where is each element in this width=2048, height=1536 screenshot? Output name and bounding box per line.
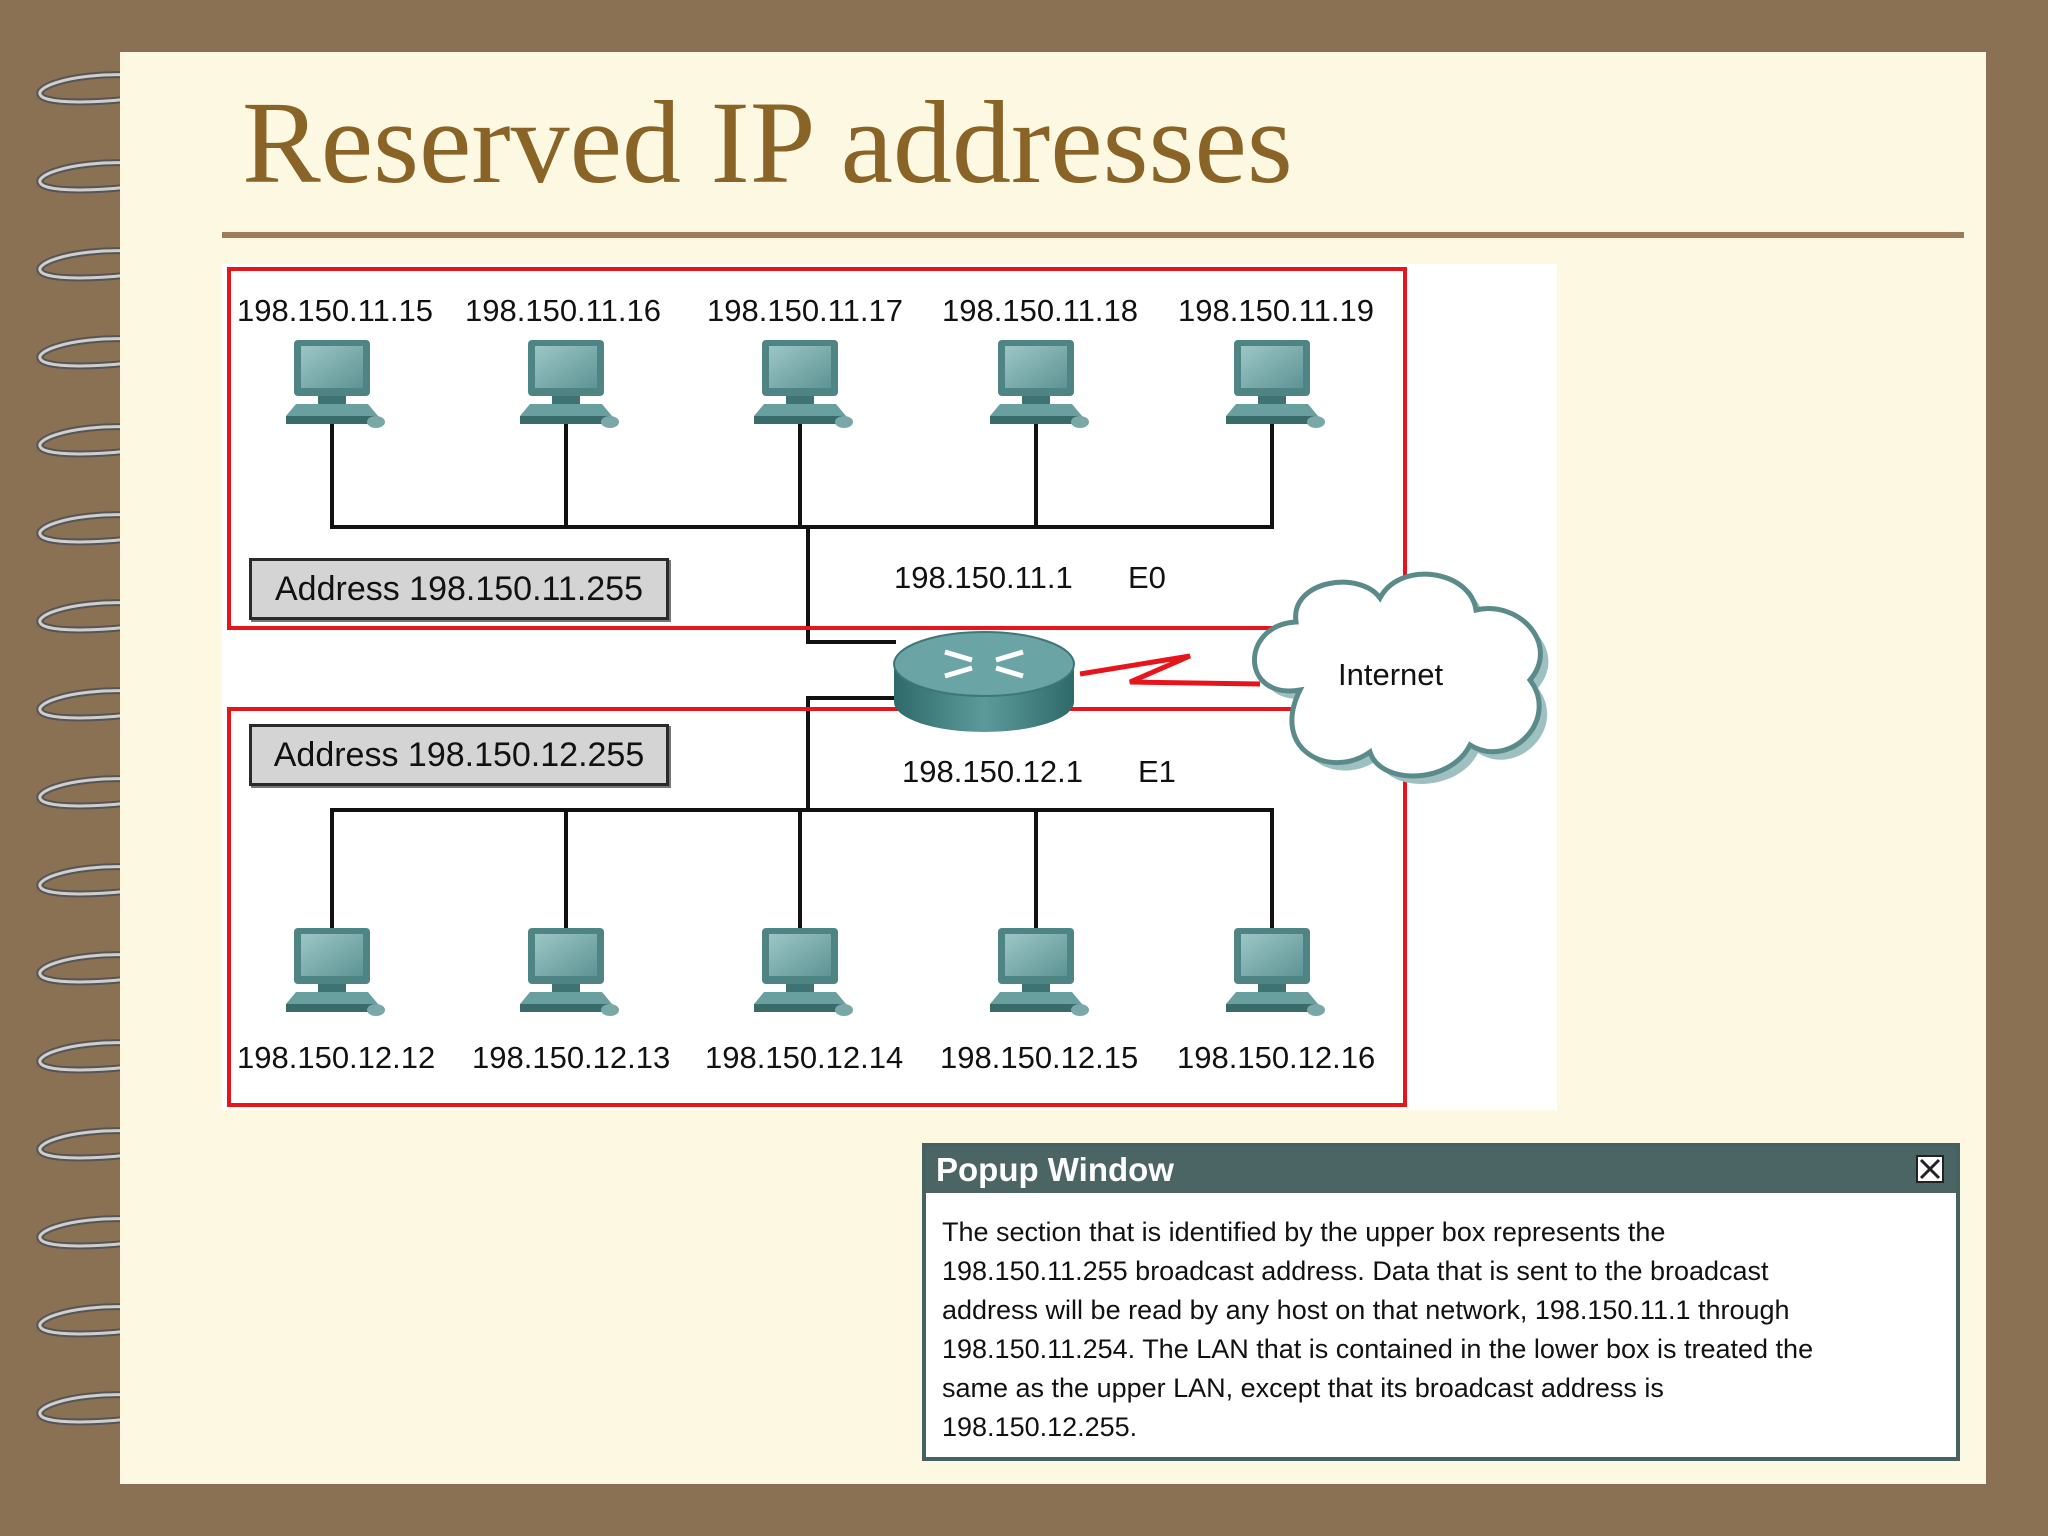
- router-e0-ip: 198.150.11.1: [894, 560, 1073, 595]
- router-e1-name: E1: [1138, 754, 1176, 789]
- popup-body-text: The section that is identified by the up…: [942, 1217, 1814, 1442]
- popup-title: Popup Window: [936, 1151, 1174, 1188]
- upper-lan-wiring: [330, 410, 1274, 644]
- upper-host-ip-5: 198.150.11.19: [1178, 293, 1374, 328]
- serial-link: [1079, 653, 1261, 687]
- slide-title: Reserved IP addresses: [242, 77, 1293, 208]
- upper-computer-icon-4: [990, 340, 1089, 428]
- upper-computer-icon-1: [286, 340, 385, 428]
- upper-computer-icon-3: [754, 340, 853, 428]
- lower-computer-icon-2: [520, 928, 619, 1016]
- computers: [286, 340, 1325, 1016]
- router-e0-name: E0: [1128, 560, 1166, 595]
- internet-cloud-icon: [1252, 571, 1549, 784]
- lower-computer-icon-1: [286, 928, 385, 1016]
- popup-title-bar: Popup Window: [926, 1147, 1956, 1193]
- lower-host-ip-3: 198.150.12.14: [705, 1040, 904, 1075]
- router-e1-ip: 198.150.12.1: [902, 754, 1084, 789]
- popup-window: Popup Window The section that is identif…: [922, 1143, 1960, 1461]
- lower-broadcast-address: Address 198.150.12.255: [249, 724, 669, 786]
- upper-host-ip-1: 198.150.11.15: [237, 293, 433, 328]
- upper-computer-icon-2: [520, 340, 619, 428]
- lower-host-ip-5: 198.150.12.16: [1177, 1040, 1376, 1075]
- close-icon-glyph: [1919, 1158, 1941, 1180]
- upper-computer-icon-5: [1226, 340, 1325, 428]
- lower-host-ip-1: 198.150.12.12: [237, 1040, 436, 1075]
- lower-computer-icon-5: [1226, 928, 1325, 1016]
- lower-lan-box: [227, 707, 1407, 1107]
- upper-broadcast-address: Address 198.150.11.255: [249, 558, 669, 620]
- lower-host-ip-4: 198.150.12.15: [940, 1040, 1139, 1075]
- upper-host-ip-3: 198.150.11.17: [707, 293, 903, 328]
- upper-host-ip-2: 198.150.11.16: [465, 293, 661, 328]
- upper-host-ip-4: 198.150.11.18: [942, 293, 1138, 328]
- upper-lan-box: [227, 267, 1407, 630]
- lower-host-ip-2: 198.150.12.13: [472, 1040, 671, 1075]
- title-divider: [222, 232, 1964, 238]
- router-icon: [893, 631, 1075, 732]
- close-icon[interactable]: [1916, 1155, 1944, 1183]
- lower-lan-wiring: [330, 696, 1274, 930]
- lower-computer-icon-3: [754, 928, 853, 1016]
- internet-label: Internet: [1338, 657, 1444, 692]
- lower-computer-icon-4: [990, 928, 1089, 1016]
